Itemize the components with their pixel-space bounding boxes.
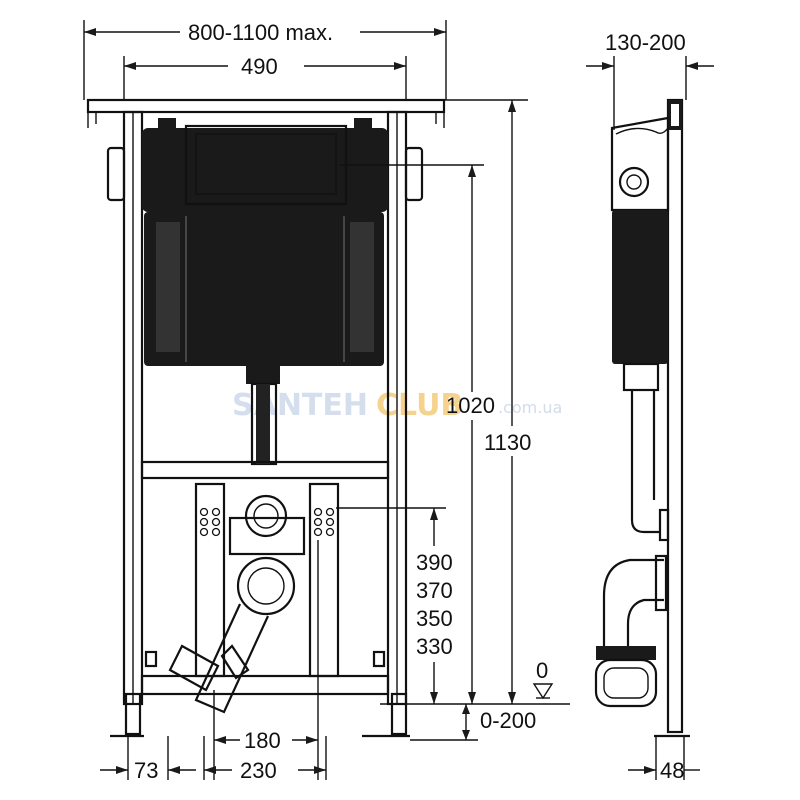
frame-crossbars [140,460,390,696]
dimension-foot-offset: 73 [100,736,196,783]
cistern [142,118,388,366]
drain-height-330: 330 [416,634,453,659]
drain-height-350: 350 [416,606,453,631]
dimension-flush-height: 1020 [340,164,495,704]
dimension-drain-heights: 390 370 350 330 [336,507,453,704]
drain-height-370: 370 [416,578,453,603]
zero-level-label: 0 [536,658,548,683]
flush-pipe [246,366,280,466]
depth-label: 130-200 [605,30,686,55]
drain-height-390: 390 [416,550,453,575]
dimension-floor-adjust: 0-200 [410,704,536,741]
foot-offset-label: 73 [134,758,158,783]
side-view: 130-200 48 [586,30,714,783]
watermark-domain: .com.ua [498,398,562,417]
overall-width-label: 800-1100 max. [188,20,333,45]
flush-height-label: 1020 [446,393,495,418]
mounting-rail [86,98,446,128]
frame-width-label: 490 [241,54,278,79]
foot-depth-label: 48 [660,758,684,783]
total-height-label: 1130 [484,430,531,455]
dimension-pipe-spacing: 180 [213,540,319,780]
drain-assembly [144,482,386,714]
floor-adjust-label: 0-200 [480,708,536,733]
watermark-brand-part1: SANTEH [232,388,368,423]
dimension-total-height: 1130 [406,99,531,704]
dimension-frame-width: 490 [123,54,407,100]
dimension-pipe-spacing-outer: 230 [203,736,327,783]
watermark-brand-part2: CLUB [376,388,463,423]
floor-level: 0 [380,658,570,705]
dimension-overall-width: 800-1100 max. [83,20,447,100]
watermark: SANTEH CLUB .com.ua [232,388,562,423]
pipe-spacing-label: 180 [244,728,281,753]
wall-brackets [106,146,424,202]
frame-feet [110,692,410,738]
pipe-spacing-outer-label: 230 [240,758,277,783]
